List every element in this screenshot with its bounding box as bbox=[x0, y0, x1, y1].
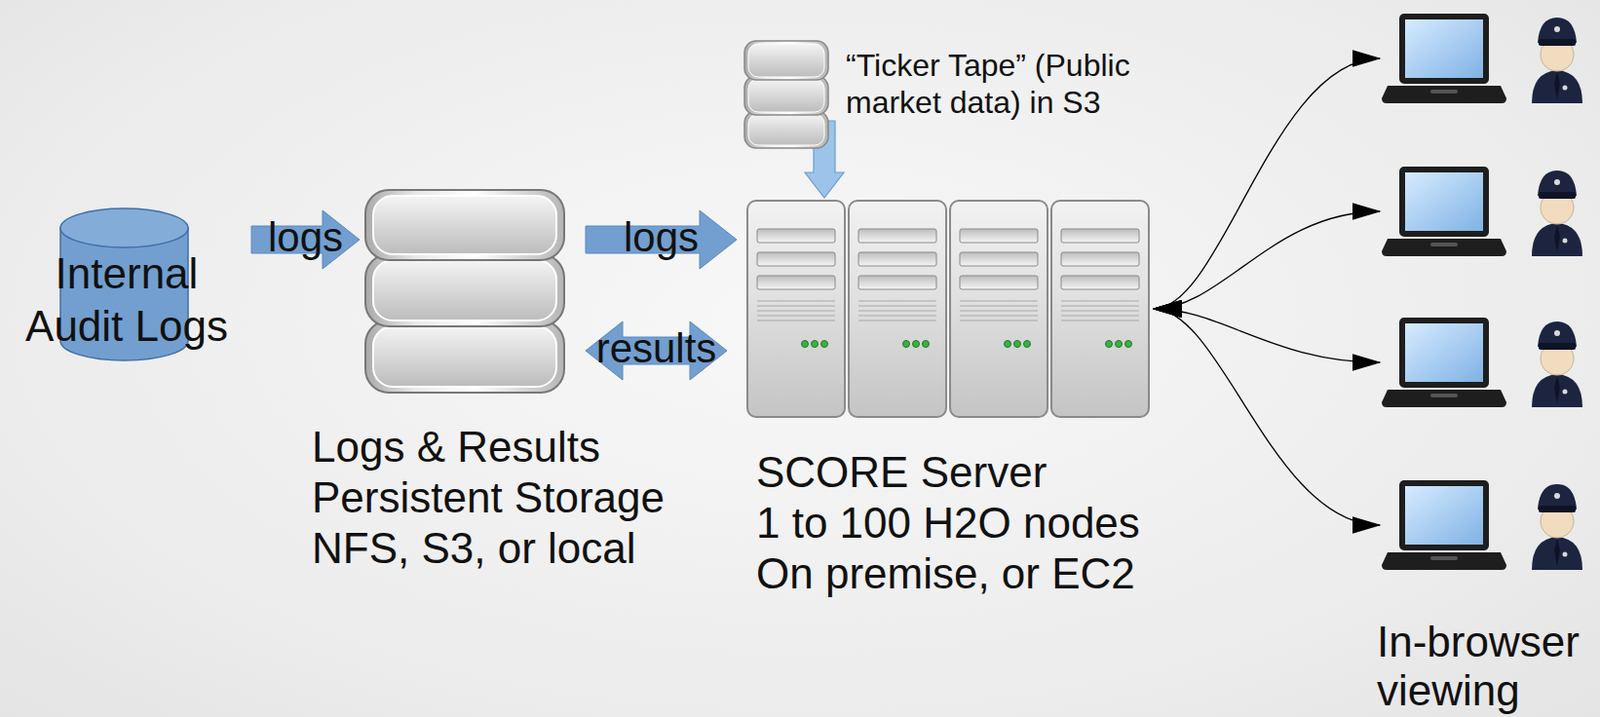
block-arrow bbox=[585, 321, 727, 381]
client-laptop bbox=[1381, 315, 1589, 410]
laptop-icon bbox=[1381, 166, 1507, 257]
client-laptop bbox=[1381, 164, 1589, 259]
node-label: “Ticker Tape” (Public market data) in S3 bbox=[845, 46, 1150, 121]
block-arrow bbox=[251, 210, 360, 269]
server-rack bbox=[746, 199, 1152, 419]
storage-cylinder: Internal Audit Logs bbox=[9, 206, 244, 365]
node-label: Logs & Results Persistent Storage NFS, S… bbox=[311, 421, 702, 574]
police-figure bbox=[1527, 166, 1587, 257]
ticker-database: “Ticker Tape” (Public market data) in S3 bbox=[740, 37, 1160, 154]
connector-curve bbox=[1153, 211, 1380, 309]
node-label: Internal Audit Logs bbox=[9, 247, 244, 353]
arrow-label: logs bbox=[267, 215, 343, 261]
node-subtext: 1 to 100 H2O nodes On premise, or EC2 bbox=[756, 497, 1176, 600]
laptop-icon bbox=[1381, 317, 1507, 408]
block-arrow bbox=[585, 210, 737, 269]
database-stack bbox=[363, 188, 567, 395]
connector-curve bbox=[1153, 308, 1380, 363]
connector-curve bbox=[1153, 58, 1380, 309]
police-figure bbox=[1527, 480, 1587, 571]
laptop-icon bbox=[1381, 13, 1507, 104]
arrow-label: results bbox=[596, 326, 718, 372]
connector-curve bbox=[1153, 308, 1380, 526]
server-node: SCORE Server1 to 100 H2O nodes On premis… bbox=[746, 199, 1176, 600]
node-label: In-browser viewing bbox=[1376, 617, 1590, 716]
police-figure bbox=[1527, 13, 1587, 104]
laptop-icon bbox=[1381, 480, 1507, 571]
client-laptop: In-browser viewing bbox=[1381, 478, 1589, 716]
arrow-label: logs bbox=[623, 215, 699, 261]
client-laptop bbox=[1381, 11, 1589, 106]
database-stack-small bbox=[742, 38, 833, 151]
police-figure bbox=[1527, 317, 1587, 408]
node-label: SCORE Server bbox=[756, 447, 1176, 498]
